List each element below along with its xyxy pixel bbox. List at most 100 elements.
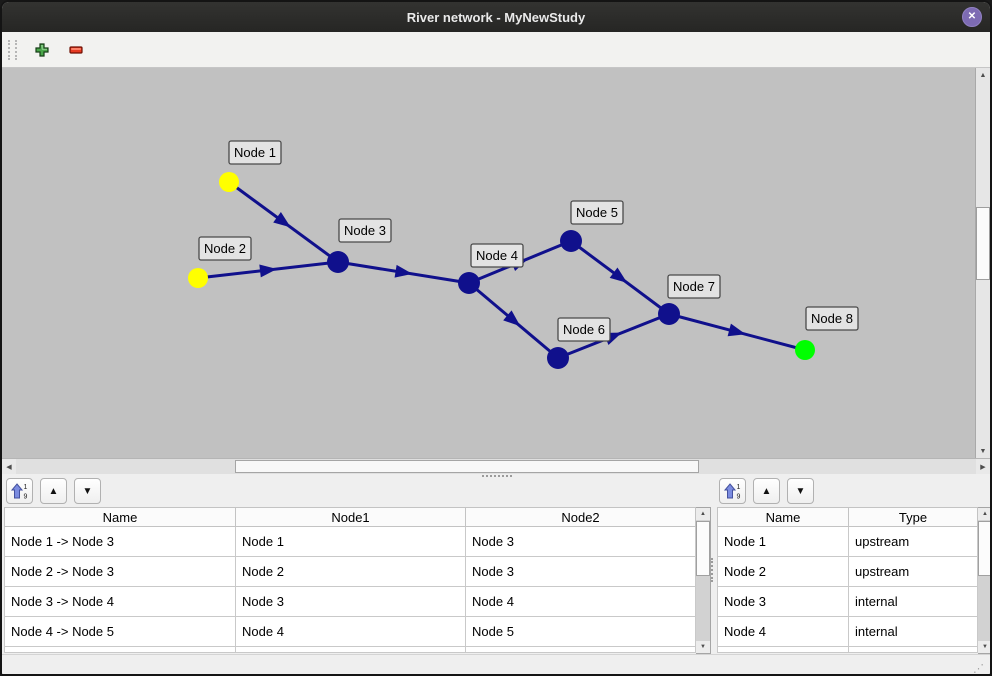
cell[interactable]: Node 2 [717,556,849,587]
column-header[interactable]: Name [4,507,236,527]
column-header[interactable]: Type [848,507,978,527]
svg-text:1: 1 [736,484,740,491]
scroll-up-icon[interactable]: ▲ [696,508,710,520]
reach-table-wrap: Name Node1 Node2 Node 1 -> Node 3 Node 1… [4,507,712,654]
scroll-left-icon[interactable]: ◀ [2,459,16,474]
column-header[interactable]: Node1 [235,507,466,527]
move-up-button[interactable]: ▲ [40,478,67,504]
svg-text:Node 8: Node 8 [811,311,853,326]
cell[interactable]: Node 3 [717,586,849,617]
node-label: Node 1 [228,140,282,165]
cell[interactable]: Node 3 [235,586,466,617]
title-bar[interactable]: River network - MyNewStudy ✕ [2,2,990,32]
data-panels: 1 9 ▲ ▼ Name Node1 Node2 [2,474,990,654]
column-header[interactable]: Name [717,507,849,527]
status-bar: ⋰ [2,654,990,675]
scroll-right-icon[interactable]: ▶ [976,459,990,474]
cell[interactable]: Node 1 -> Node 3 [4,526,236,557]
svg-text:Node 5: Node 5 [576,205,618,220]
cell[interactable]: Node 1 [717,526,849,557]
horizontal-splitter-handle[interactable] [482,475,512,477]
cell[interactable]: Node 3 -> Node 4 [4,586,236,617]
node-circle[interactable] [560,230,582,252]
cell[interactable]: Node 2 -> Node 3 [4,556,236,587]
column-header[interactable]: Node2 [465,507,696,527]
table-row[interactable]: Node 1 -> Node 3 Node 1 Node 3 [4,526,696,557]
table-row[interactable]: Node 2 upstream [717,556,978,587]
table-row[interactable]: Node 4 internal [717,616,978,647]
scroll-up-icon[interactable]: ▲ [976,68,990,82]
svg-text:Node 4: Node 4 [476,248,518,263]
node-circle[interactable] [188,268,208,288]
horizontal-scrollbar-thumb[interactable] [235,460,699,473]
svg-text:Node 2: Node 2 [204,241,246,256]
up-arrow-icon: ▲ [761,485,772,497]
node-scrollbar-thumb[interactable] [978,521,990,576]
cell[interactable]: Node 2 [235,556,466,587]
cell[interactable]: Node 4 [465,586,696,617]
cell[interactable]: Node 4 [717,616,849,647]
cell[interactable]: internal [848,616,978,647]
cell[interactable]: Node 5 [465,616,696,647]
window-title: River network - MyNewStudy [406,9,586,25]
scroll-down-icon[interactable]: ▼ [978,641,990,653]
resize-grip-icon[interactable]: ⋰ [973,663,984,675]
remove-node-button[interactable] [65,39,87,61]
move-up-button[interactable]: ▲ [753,478,780,504]
edge-arrow-icon [727,323,746,337]
node-panel-toolbar: 1 9 ▲ ▼ [715,474,990,505]
sort-button[interactable]: 1 9 [719,478,746,504]
vertical-splitter-handle[interactable] [711,558,713,582]
canvas-horizontal-scrollbar[interactable]: ◀ ▶ [2,458,990,474]
node-circle[interactable] [795,340,815,360]
cell[interactable]: upstream [848,556,978,587]
table-row[interactable]: Node 3 internal [717,586,978,617]
minus-icon [69,45,83,54]
close-button[interactable]: ✕ [962,7,982,27]
table-row[interactable]: Node 2 -> Node 3 Node 2 Node 3 [4,556,696,587]
scroll-up-icon[interactable]: ▲ [978,508,990,520]
cell[interactable]: upstream [848,526,978,557]
svg-text:1: 1 [23,484,27,491]
node-circle[interactable] [327,251,349,273]
add-node-button[interactable] [31,39,53,61]
svg-text:Node 6: Node 6 [563,322,605,337]
edge-arrow-icon [394,264,413,278]
edge-arrow-icon [609,267,628,283]
svg-text:9: 9 [23,494,27,501]
scroll-down-icon[interactable]: ▼ [976,444,990,458]
node-panel: 1 9 ▲ ▼ Name Type [711,474,990,654]
scroll-down-icon[interactable]: ▼ [696,641,710,653]
cell[interactable]: internal [848,586,978,617]
node-table-wrap: Name Type Node 1 upstream Node 2 upstrea… [717,507,990,654]
cell[interactable]: Node 4 [235,616,466,647]
reach-table: Name Node1 Node2 Node 1 -> Node 3 Node 1… [4,507,696,653]
node-circle[interactable] [458,272,480,294]
table-row[interactable]: Node 1 upstream [717,526,978,557]
cell[interactable]: Node 3 [465,526,696,557]
move-down-button[interactable]: ▼ [787,478,814,504]
node-table-header-row: Name Type [717,507,978,527]
table-row[interactable]: Node 3 -> Node 4 Node 3 Node 4 [4,586,696,617]
reach-scrollbar-thumb[interactable] [696,521,710,576]
plus-icon [35,42,49,57]
toolbar-grip-handle[interactable] [8,39,17,60]
canvas-vertical-scrollbar[interactable]: ▲ ▼ [975,68,990,458]
move-down-button[interactable]: ▼ [74,478,101,504]
node-circle[interactable] [219,172,239,192]
node-circle[interactable] [547,347,569,369]
reach-table-scrollbar[interactable]: ▲ ▼ [696,507,711,654]
node-table-scrollbar[interactable]: ▲ ▼ [978,507,990,654]
table-row[interactable]: Node 4 -> Node 5 Node 4 Node 5 [4,616,696,647]
down-arrow-icon: ▼ [82,485,93,497]
node-circle[interactable] [658,303,680,325]
vertical-scrollbar-thumb[interactable] [976,207,990,280]
sort-ascending-icon: 1 9 [723,483,740,500]
sort-button[interactable]: 1 9 [6,478,33,504]
cell[interactable]: Node 1 [235,526,466,557]
cell[interactable]: Node 3 [465,556,696,587]
cell[interactable]: Node 4 -> Node 5 [4,616,236,647]
